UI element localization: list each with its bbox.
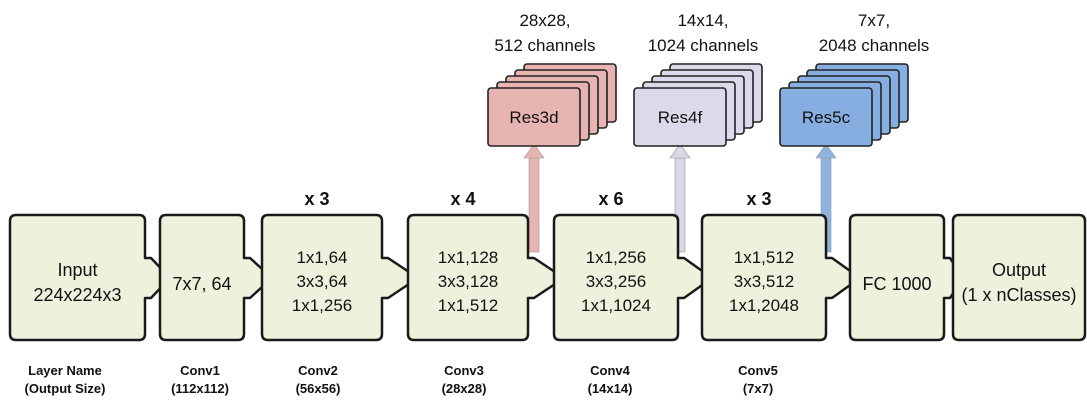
conv3-block-text: 1x1,128 3x3,128 1x1,512 bbox=[408, 246, 528, 318]
layer-name-header: Layer Name (Output Size) bbox=[10, 362, 120, 398]
conv5-line-3: 1x1,2048 bbox=[729, 296, 799, 315]
layer-name-conv4: Conv4 (14x14) bbox=[560, 362, 660, 398]
res4f-size-line-1: 14x14, bbox=[677, 11, 729, 30]
res4f-tap-arrow-head bbox=[669, 143, 691, 159]
conv5-block-text: 1x1,512 3x3,512 1x1,2048 bbox=[702, 246, 826, 318]
conv5-block bbox=[700, 213, 862, 342]
conv1-block bbox=[158, 213, 274, 342]
fc-block bbox=[848, 213, 965, 342]
res3d-tap-arrow-head bbox=[523, 143, 545, 159]
fc-block-text: FC 1000 bbox=[850, 272, 944, 297]
conv2-line-1: 1x1,64 bbox=[296, 248, 348, 267]
conv3-name: Conv3 bbox=[444, 363, 484, 378]
layer-name-subtitle: (Output Size) bbox=[24, 381, 106, 396]
res5c-size-line-2: 2048 channels bbox=[818, 36, 930, 55]
output-title: Output bbox=[991, 260, 1047, 280]
output-size: (1 x nClasses) bbox=[961, 285, 1077, 305]
conv1-block-text: 7x7, 64 bbox=[160, 272, 244, 297]
layer-name-conv2: Conv2 (56x56) bbox=[268, 362, 368, 398]
conv4-line-2: 3x3,256 bbox=[585, 272, 647, 291]
conv4-repeat: x 6 bbox=[598, 189, 624, 209]
conv4-block-text: 1x1,256 3x3,256 1x1,1024 bbox=[554, 246, 678, 318]
layer-name-title: Layer Name bbox=[28, 363, 102, 378]
output-block bbox=[951, 213, 1087, 342]
layer-name-conv1: Conv1 (112x112) bbox=[150, 362, 250, 398]
conv1-name: Conv1 bbox=[180, 363, 220, 378]
output-block-text: Output (1 x nClasses) bbox=[953, 258, 1085, 308]
conv3-line-2: 3x3,128 bbox=[437, 272, 499, 291]
res4f-size-line-2: 1024 channels bbox=[647, 36, 759, 55]
layer-name-conv5: Conv5 (7x7) bbox=[708, 362, 808, 398]
conv4-output-size: (14x14) bbox=[587, 381, 633, 396]
conv5-line-2: 3x3,512 bbox=[733, 272, 795, 291]
input-size: 224x224x3 bbox=[33, 285, 122, 305]
layer-name-conv3: Conv3 (28x28) bbox=[414, 362, 514, 398]
conv5-name: Conv5 bbox=[738, 363, 778, 378]
conv2-line-2: 3x3,64 bbox=[296, 272, 348, 291]
conv2-name: Conv2 bbox=[298, 363, 338, 378]
conv4-name: Conv4 bbox=[590, 363, 630, 378]
conv2-output-size: (56x56) bbox=[295, 381, 341, 396]
conv4-line-3: 1x1,1024 bbox=[581, 296, 651, 315]
input-title: Input bbox=[57, 260, 98, 280]
res4f-size-label: 14x14, 1024 channels bbox=[618, 8, 788, 58]
res5c-size-label: 7x7, 2048 channels bbox=[794, 8, 954, 58]
conv2-block-text: 1x1,64 3x3,64 1x1,256 bbox=[262, 246, 382, 318]
conv3-block bbox=[406, 213, 566, 342]
fc-label: FC 1000 bbox=[862, 274, 932, 294]
res3d-tap-arrow bbox=[528, 157, 540, 253]
res3d-label: Res3d bbox=[509, 108, 559, 127]
conv4-block bbox=[552, 213, 714, 342]
res5c-tap-arrow-head bbox=[815, 143, 837, 159]
res4f-label: Res4f bbox=[657, 108, 703, 127]
conv5-repeat: x 3 bbox=[746, 189, 772, 209]
res3d-stack-card bbox=[487, 87, 581, 147]
conv5-output-size: (7x7) bbox=[742, 381, 774, 396]
res5c-stack-card bbox=[779, 87, 873, 147]
conv2-line-3: 1x1,256 bbox=[291, 296, 353, 315]
res4f-stack-card bbox=[633, 87, 727, 147]
conv3-repeat: x 4 bbox=[450, 189, 476, 209]
conv2-repeat: x 3 bbox=[304, 189, 330, 209]
res3d-size-line-2: 512 channels bbox=[494, 36, 596, 55]
conv1-output-size: (112x112) bbox=[171, 381, 229, 396]
conv3-line-3: 1x1,512 bbox=[437, 296, 499, 315]
conv5-line-1: 1x1,512 bbox=[733, 248, 795, 267]
conv1-spec: 7x7, 64 bbox=[172, 274, 232, 294]
conv2-block bbox=[260, 213, 420, 342]
conv3-line-1: 1x1,128 bbox=[437, 248, 499, 267]
input-block-text: Input 224x224x3 bbox=[10, 258, 145, 308]
input-block bbox=[8, 213, 172, 342]
res5c-size-line-1: 7x7, bbox=[857, 11, 891, 30]
res3d-size-line-1: 28x28, bbox=[519, 11, 571, 30]
res3d-size-label: 28x28, 512 channels bbox=[470, 8, 620, 58]
conv4-line-1: 1x1,256 bbox=[585, 248, 647, 267]
conv3-output-size: (28x28) bbox=[441, 381, 487, 396]
res5c-label: Res5c bbox=[801, 108, 851, 127]
